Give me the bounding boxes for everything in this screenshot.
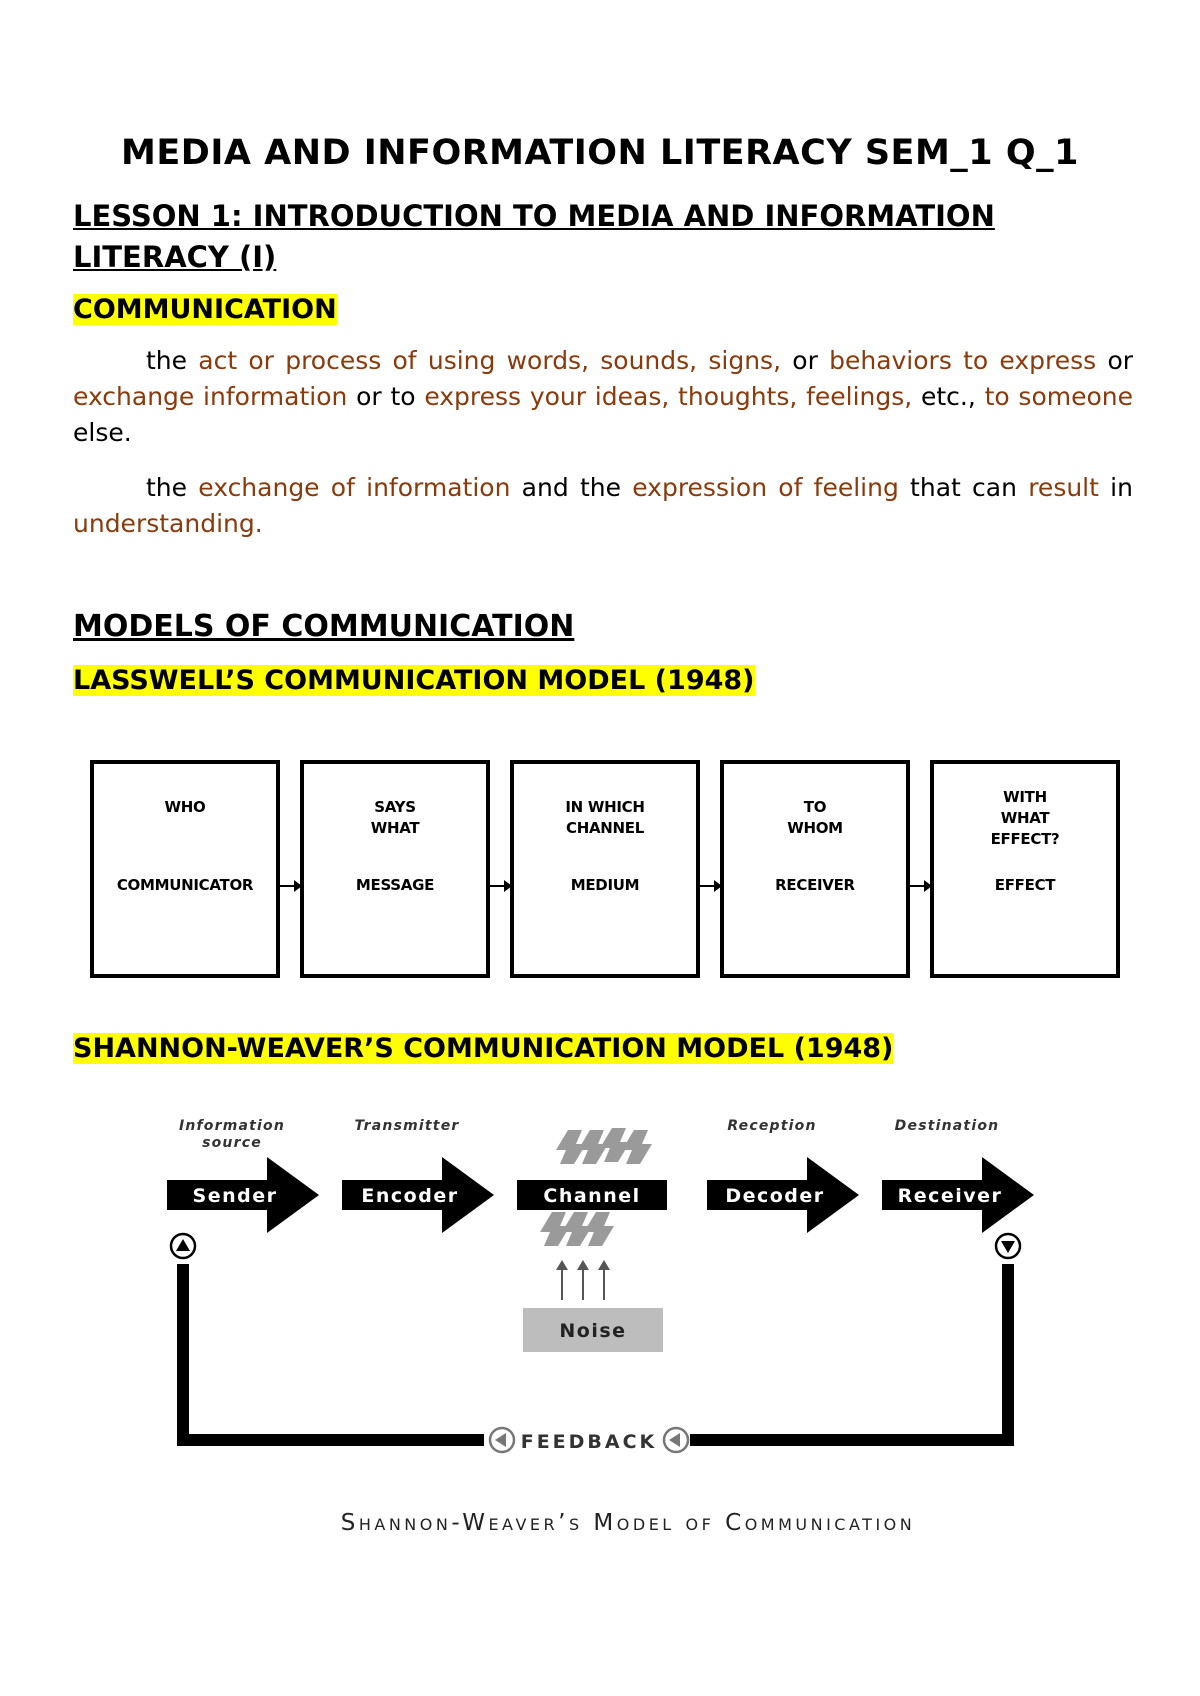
lasswell-heading: LASSWELL’S COMMUNICATION MODEL (1948) [73, 665, 755, 696]
lasswell-question: EFFECT? [991, 830, 1060, 848]
lasswell-answer: MESSAGE [356, 876, 434, 894]
plain-text: or [781, 346, 830, 375]
stage-label: Sender [193, 1185, 278, 1207]
noise-bolt [584, 1212, 614, 1246]
highlighted-phrase: act or process of using words, sounds, s… [198, 346, 782, 375]
plain-text: the [146, 473, 199, 502]
stage-label: Receiver [898, 1185, 1003, 1207]
highlighted-phrase: expression of feeling [632, 473, 899, 502]
lasswell-question: TO [804, 798, 826, 816]
highlighted-phrase: to someone [984, 382, 1134, 411]
highlighted-phrase: exchange of information [198, 473, 511, 502]
lasswell-arrowhead [714, 880, 722, 892]
lasswell-answer: COMMUNICATOR [117, 876, 254, 894]
lasswell-box [720, 760, 910, 978]
stage-caption: Transmitter [354, 1118, 459, 1134]
lasswell-question: CHANNEL [566, 819, 645, 837]
lasswell-question: WHO [165, 798, 206, 816]
plain-text: and the [510, 473, 633, 502]
lasswell-diagram: WHO COMMUNICATOR SAYS WHAT MESSAGE IN WHICH CH… [90, 760, 1120, 978]
lasswell-box [510, 760, 700, 978]
noise-arrowhead [577, 1260, 589, 1270]
noise-label: Noise [559, 1320, 626, 1342]
plain-text: else. [73, 418, 132, 447]
noise-box [523, 1308, 663, 1352]
lasswell-arrowhead [504, 880, 512, 892]
lesson-heading: LESSON 1: INTRODUCTION TO MEDIA AND INFO… [73, 199, 995, 274]
noise-bolt [540, 1212, 570, 1246]
stage-caption: Information [179, 1118, 285, 1134]
lasswell-arrowhead [924, 880, 932, 892]
highlighted-phrase: understanding. [73, 509, 263, 538]
stage-arrow [167, 1157, 319, 1233]
stage-label: Channel [543, 1185, 640, 1207]
noise-bolt [578, 1130, 608, 1164]
highlighted-phrase: result [1028, 473, 1099, 502]
communication-heading: COMMUNICATION [73, 294, 337, 325]
noise-bolt [600, 1128, 630, 1162]
lasswell-arrowhead [294, 880, 302, 892]
feedback-line-right [690, 1264, 1014, 1446]
noise-arrowhead [598, 1260, 610, 1270]
feedback-line-left [177, 1264, 484, 1446]
definition-paragraph-1: the act or process of using words, sound… [73, 343, 1133, 451]
plain-text: that can [898, 473, 1029, 502]
channel-bar [517, 1180, 667, 1210]
lasswell-question: WHOM [787, 819, 843, 837]
stage-caption: source [202, 1135, 262, 1151]
plain-text: the [146, 346, 199, 375]
plain-text: or [1096, 346, 1134, 375]
plain-text: etc., [912, 382, 985, 411]
diagram-caption: Shannon-Weaver’s Model of Communication [341, 1510, 915, 1536]
feedback-label: FEEDBACK [521, 1431, 658, 1453]
stage-arrow [882, 1157, 1034, 1233]
highlighted-phrase: express your ideas, thoughts, feelings, [424, 382, 913, 411]
lasswell-answer: EFFECT [995, 876, 1056, 894]
highlighted-phrase: exchange information [73, 382, 348, 411]
lasswell-question: WHAT [371, 819, 421, 837]
highlighted-phrase: behaviors to express [829, 346, 1097, 375]
communication-heading-text: COMMUNICATION [73, 294, 337, 325]
noise-bolt [622, 1130, 652, 1164]
lasswell-answer: MEDIUM [571, 876, 640, 894]
lasswell-question: IN WHICH [565, 798, 644, 816]
document-title: MEDIA AND INFORMATION LITERACY SEM_1 Q_1 [121, 133, 1079, 173]
lasswell-box [90, 760, 280, 978]
shannon-weaver-heading-text: SHANNON-WEAVER’S COMMUNICATION MODEL (19… [73, 1033, 894, 1064]
stage-caption: Destination [895, 1118, 1000, 1134]
plain-text: in [1098, 473, 1133, 502]
stage-arrow [707, 1157, 859, 1233]
shannon-weaver-heading: SHANNON-WEAVER’S COMMUNICATION MODEL (19… [73, 1033, 894, 1064]
lasswell-answer: RECEIVER [775, 876, 855, 894]
models-heading: MODELS OF COMMUNICATION [73, 609, 575, 644]
lasswell-heading-text: LASSWELL’S COMMUNICATION MODEL (1948) [73, 665, 755, 696]
up-arrow-icon [176, 1239, 190, 1251]
lasswell-box [930, 760, 1120, 978]
noise-bolt [562, 1212, 592, 1246]
stage-label: Decoder [725, 1185, 824, 1207]
stage-arrow [342, 1157, 494, 1233]
noise-arrowhead [556, 1260, 568, 1270]
lasswell-question: SAYS [374, 798, 415, 816]
noise-bolt [556, 1130, 586, 1164]
left-arrow-icon [669, 1433, 680, 1447]
lasswell-box [300, 760, 490, 978]
plain-text: or to [347, 382, 425, 411]
lasswell-question: WHAT [1001, 809, 1051, 827]
definition-paragraph-2: the exchange of information and the expr… [73, 470, 1133, 542]
left-arrow-icon [495, 1433, 506, 1447]
lasswell-question: WITH [1003, 788, 1047, 806]
down-arrow-icon [1001, 1241, 1015, 1253]
stage-label: Encoder [361, 1185, 458, 1207]
stage-caption: Reception [727, 1118, 816, 1134]
